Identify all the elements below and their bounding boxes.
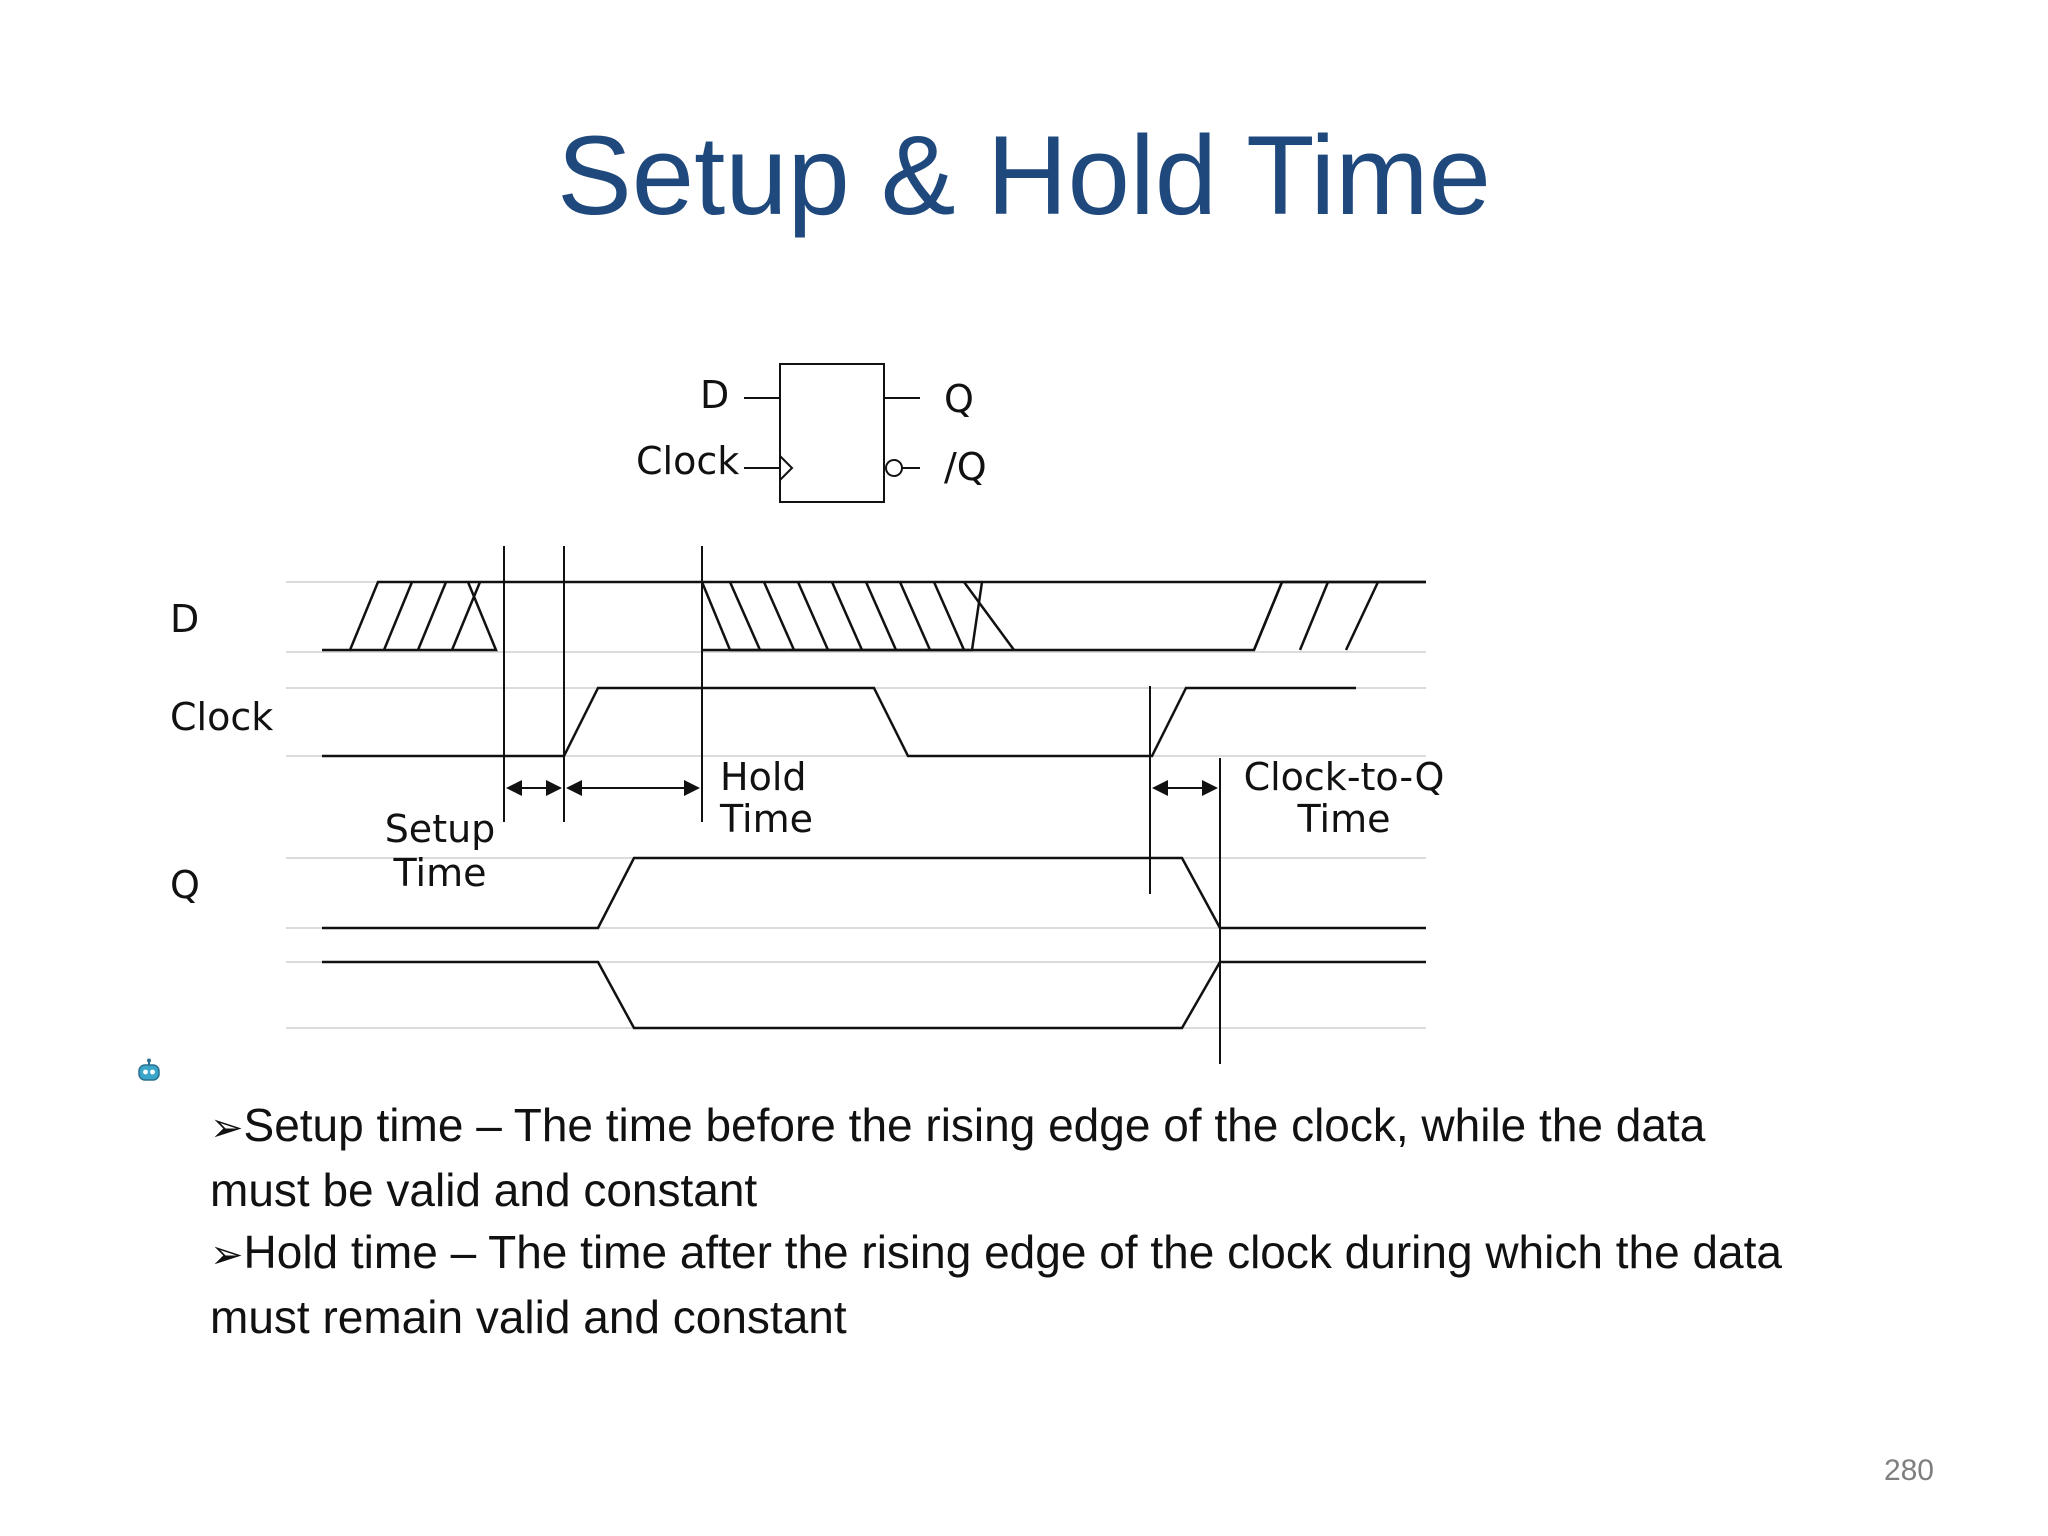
bullet-setup-time: ➢Setup time – The time before the rising… [210,1094,1910,1221]
arrowheads [506,780,1218,796]
bullet-hold-time: ➢Hold time – The time after the rising e… [210,1221,1910,1348]
signal-label-d: D [170,597,199,641]
clock-triangle-icon [779,455,794,481]
bullet-text-line2: must remain valid and constant [210,1291,847,1343]
hold-time-label-line2: Time [719,797,813,841]
arrow-bullet-icon: ➢ [210,1232,244,1278]
setup-time-label-line1: Setup [385,807,496,851]
timing-markers [503,546,1221,1064]
arrow-bullet-icon: ➢ [210,1105,244,1151]
flipflop-output-q-label: Q [944,377,974,421]
flipflop-input-d-label: D [700,373,729,417]
signal-label-clock: Clock [170,695,273,739]
bullet-list: ➢Setup time – The time before the rising… [210,1094,1910,1348]
d-waveform [322,580,1426,652]
slide-title: Setup & Hold Time [557,113,1491,238]
q-waveform [322,856,1426,1030]
hold-time-label-line1: Hold [720,755,807,799]
clock-waveform [322,686,1356,758]
page-number: 280 [1883,1454,1934,1487]
setup-time-label-line2: Time [393,851,487,895]
bullet-text-line2: must be valid and constant [210,1164,758,1216]
bullet-text-line1: Hold time – The time after the rising ed… [243,1226,1782,1278]
clock-to-q-label-line2: Time [1297,797,1391,841]
flipflop-output-qbar-label: /Q [944,445,987,489]
clock-to-q-label-line1: Clock-to-Q [1244,755,1445,799]
flipflop-input-clock-label: Clock [636,439,739,483]
bullet-text-line1: Setup time – The time before the rising … [243,1099,1706,1151]
flipflop-symbol [744,363,920,503]
signal-label-q: Q [170,863,200,907]
flipflop-box [779,363,885,503]
inverter-bubble-icon [885,459,903,477]
robot-icon [136,1058,162,1089]
